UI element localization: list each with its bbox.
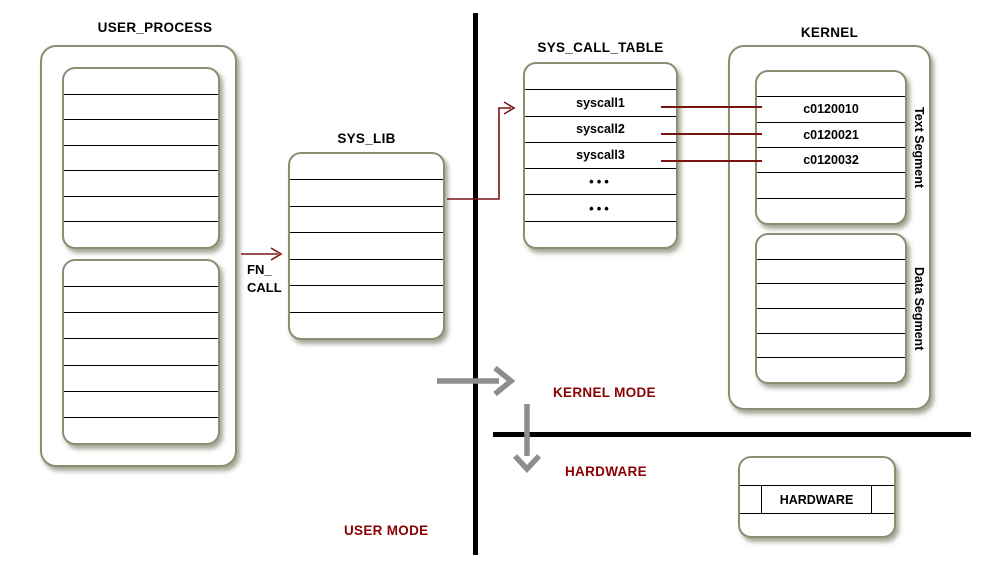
sys-call-table-title: SYS_CALL_TABLE: [537, 40, 664, 55]
hardware-box-right-cell: [871, 486, 894, 513]
kernel-text-segment-box: c0120010 c0120021 c0120032: [755, 70, 907, 225]
sys-call-table-rows: syscall1 syscall2 syscall3 ••• •••: [525, 64, 676, 247]
to-hardware-arrow-head-icon: [512, 454, 542, 474]
sys-call-table-row: [525, 220, 676, 247]
user-kernel-divider-line: [473, 13, 478, 555]
hardware-zone-label: HARDWARE: [565, 464, 647, 479]
sys-call-table-row-syscall1: syscall1: [525, 89, 676, 115]
to-kernel-mode-arrow-head-icon: [493, 365, 516, 397]
data-segment-label: Data Segment: [912, 266, 926, 351]
kernel-text-segment-rows: c0120010 c0120021 c0120032: [757, 72, 905, 223]
hardware-box-left-cell: [740, 486, 762, 513]
kernel-title: KERNEL: [800, 25, 859, 40]
text-segment-row: [757, 172, 905, 197]
fn-call-arrow-head-icon: [270, 247, 283, 261]
fn-call-label: FN_ CALL: [247, 262, 282, 295]
user-process-stack-top: [62, 67, 220, 249]
text-segment-row-address: c0120021: [757, 121, 905, 147]
sys-call-table-row-ellipsis: •••: [525, 194, 676, 220]
text-segment-label: Text Segment: [912, 106, 926, 189]
syslib-to-table-arrow-shaft: [447, 107, 511, 200]
text-segment-row-address: c0120032: [757, 146, 905, 172]
user-process-stack-bottom-rows: [64, 261, 218, 443]
kernel-data-segment-rows: [757, 235, 905, 382]
sys-lib-box: [288, 152, 445, 340]
sys-lib-title: SYS_LIB: [337, 131, 396, 146]
user-process-title: USER_PROCESS: [97, 20, 213, 35]
kernel-data-segment-box: [755, 233, 907, 384]
sys-call-table-row-syscall2: syscall2: [525, 115, 676, 142]
user-process-stack-bottom: [62, 259, 220, 445]
hardware-box: HARDWARE: [738, 456, 896, 538]
sys-call-table-box: syscall1 syscall2 syscall3 ••• •••: [523, 62, 678, 249]
text-segment-row-address: c0120010: [757, 96, 905, 121]
hardware-box-label: HARDWARE: [779, 492, 854, 507]
sys-call-table-row: [525, 64, 676, 89]
text-segment-row: [757, 72, 905, 96]
syslib-to-table-arrow-head-icon: [503, 101, 516, 115]
kernel-mode-label: KERNEL MODE: [553, 385, 656, 400]
kernel-hardware-divider-line: [493, 432, 971, 437]
user-mode-label: USER MODE: [344, 523, 429, 538]
sys-lib-rows: [290, 154, 443, 338]
text-segment-row: [757, 197, 905, 223]
sys-call-table-row-ellipsis: •••: [525, 168, 676, 194]
sys-call-table-row-syscall3: syscall3: [525, 141, 676, 168]
hardware-box-band: HARDWARE: [740, 485, 894, 514]
user-process-stack-top-rows: [64, 69, 218, 247]
